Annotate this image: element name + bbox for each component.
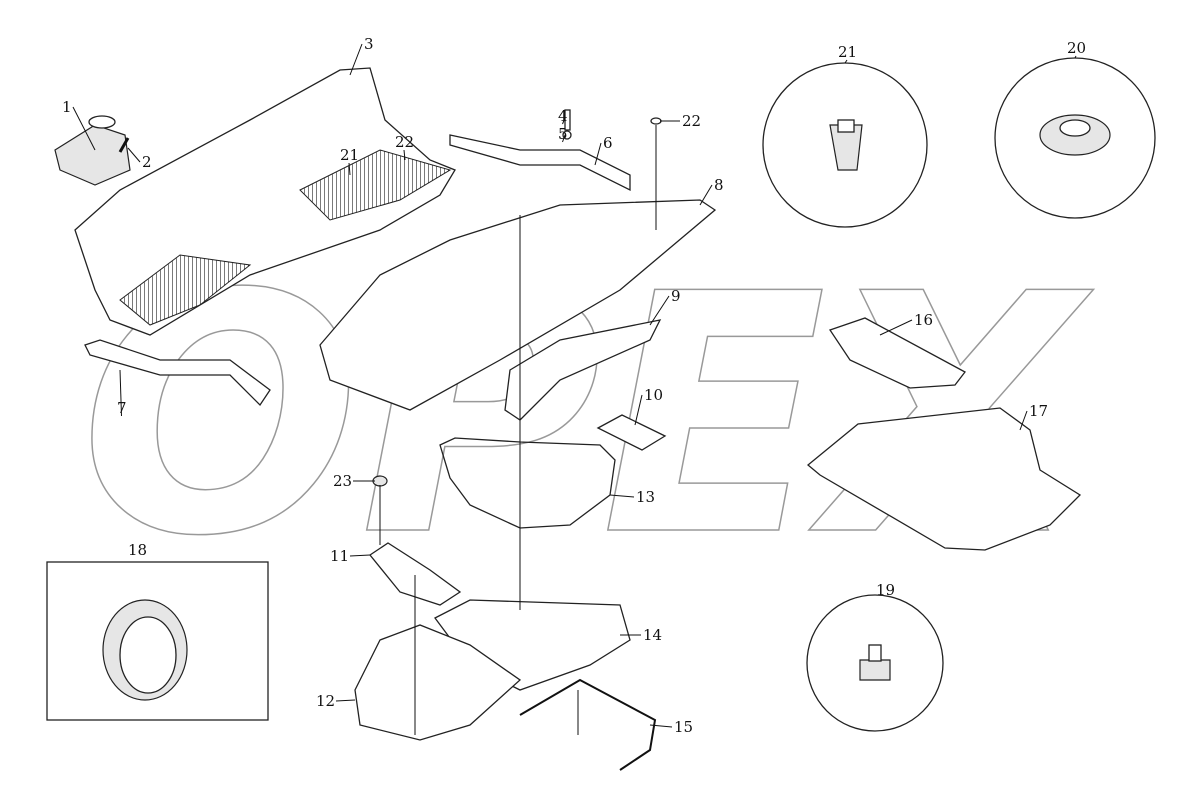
leader-line: [699, 184, 713, 206]
callout-16: 16: [914, 311, 933, 329]
leader-line: [335, 699, 356, 702]
leader-line: [649, 724, 673, 728]
callout-20: 20: [1067, 39, 1086, 57]
callout-22b: 22: [682, 112, 701, 130]
leader-line: [634, 394, 643, 426]
callout-3: 3: [364, 35, 374, 53]
callout-5: 5: [558, 125, 568, 143]
callout-14: 14: [643, 626, 662, 644]
leader-line: [349, 43, 363, 76]
panel-16: [828, 317, 966, 389]
floor-mat-front: [119, 254, 252, 326]
callout-10: 10: [644, 386, 663, 404]
floor-mat-rear: [299, 149, 452, 221]
clip-21-top: [837, 119, 855, 133]
leader-line: [844, 59, 848, 64]
heat-shield-12: [354, 624, 522, 741]
plug-22: [650, 117, 662, 125]
callout-1: 1: [62, 98, 72, 116]
callout-23: 23: [333, 472, 352, 490]
bolt: [118, 137, 130, 153]
leader-line: [594, 142, 602, 166]
leader-line: [609, 494, 635, 498]
callout-4: 4: [558, 107, 568, 125]
callout-21a: 21: [340, 146, 359, 164]
cover-11: [369, 542, 462, 606]
leader-line: [403, 149, 406, 161]
shift-boot: [54, 124, 131, 186]
bracket-6: [449, 134, 631, 192]
leader-line: [72, 106, 96, 151]
callout-21b: 21: [838, 43, 857, 61]
leader-line: [348, 162, 351, 176]
plate-10: [596, 414, 667, 451]
leader-line: [349, 554, 371, 557]
bracket-7: [84, 339, 271, 407]
side-panel-9: [504, 319, 662, 421]
callout-11: 11: [330, 547, 349, 565]
leader-line: [1019, 410, 1028, 431]
callout-13: 13: [636, 488, 655, 506]
callout-19: 19: [876, 581, 895, 599]
cable-15: [519, 678, 657, 771]
fastener-19-pin: [868, 644, 882, 662]
leader-line: [562, 117, 566, 125]
callout-8: 8: [714, 176, 724, 194]
shift-boot-top: [88, 115, 116, 129]
callout-6: 6: [603, 134, 613, 152]
leader-line: [119, 369, 122, 417]
callout-7: 7: [117, 399, 127, 417]
leader-line: [562, 134, 566, 143]
callout-12: 12: [316, 692, 335, 710]
washer-5: [562, 130, 572, 140]
rear-floor-panel: [319, 199, 717, 411]
callout-22a: 22: [395, 133, 414, 151]
leader-line: [1074, 55, 1077, 59]
bolt-4: [564, 109, 571, 131]
mat-17: [806, 407, 1082, 551]
callout-17: 17: [1029, 402, 1048, 420]
leader-line: [649, 295, 670, 326]
fastener-19: [859, 659, 891, 681]
grommet-18-inner: [119, 616, 177, 694]
leader-line: [879, 319, 913, 336]
plug-23: [372, 475, 388, 487]
grommet-20-inner: [1059, 119, 1091, 137]
callout-18: 18: [128, 541, 147, 559]
leader-line: [127, 147, 141, 163]
callout-9: 9: [671, 287, 681, 305]
callout-2: 2: [142, 153, 152, 171]
callout-15: 15: [674, 718, 693, 736]
